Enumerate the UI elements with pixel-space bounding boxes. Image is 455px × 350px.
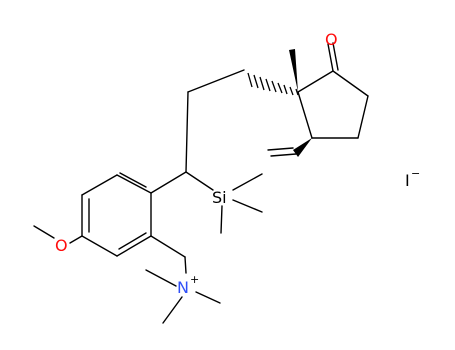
ketone-bond-a (327, 43, 334, 72)
chain-bond-1 (187, 69, 245, 93)
n-methyl-1 (145, 269, 177, 287)
n-methyl-2 (195, 291, 221, 304)
chain-bond-2 (185, 91, 189, 173)
methoxy-oxygen-label: O (55, 236, 68, 255)
ring-bond-c5-c1 (297, 91, 313, 139)
n-methyl-3 (162, 296, 183, 324)
vinyl-double-a (270, 153, 297, 157)
vinyl-double-b (267, 147, 294, 151)
ring-bond-c1-c2 (297, 70, 334, 93)
arene-bond-5 (81, 235, 118, 257)
nitrogen-charge-label: + (190, 273, 199, 286)
benzyl-bond (150, 235, 186, 258)
si-methyl-1 (232, 173, 263, 191)
arene-bond-3 (81, 174, 118, 196)
methyl-wedge (289, 49, 298, 92)
c-si-bond (185, 171, 214, 191)
aryl-o-bond (69, 235, 83, 244)
si-methyl-3 (220, 205, 223, 234)
nitrogen-label: N (177, 278, 189, 297)
ring-bond-c2-c3 (332, 70, 369, 97)
ketone-oxygen-label: O (325, 30, 338, 49)
arene-bond-2 (116, 174, 152, 194)
hashed-bond-chain (247, 72, 299, 96)
arene-bond-6 (116, 235, 152, 257)
vinyl-wedge (293, 138, 312, 157)
iodide-label: I (405, 171, 410, 190)
ketone-bond-b (332, 42, 339, 71)
si-methyl-2 (232, 199, 263, 213)
arene-bond-6-inner (118, 232, 147, 250)
iodide-charge-label: − (411, 167, 420, 180)
arene-bond-2-inner (119, 172, 147, 188)
ring-bond-c3-c4 (357, 95, 369, 139)
ch2-n-bond (184, 256, 187, 274)
o-methyl-bond (33, 225, 55, 239)
silicon-label: Si (212, 188, 227, 207)
arene-bond-1 (150, 171, 187, 194)
